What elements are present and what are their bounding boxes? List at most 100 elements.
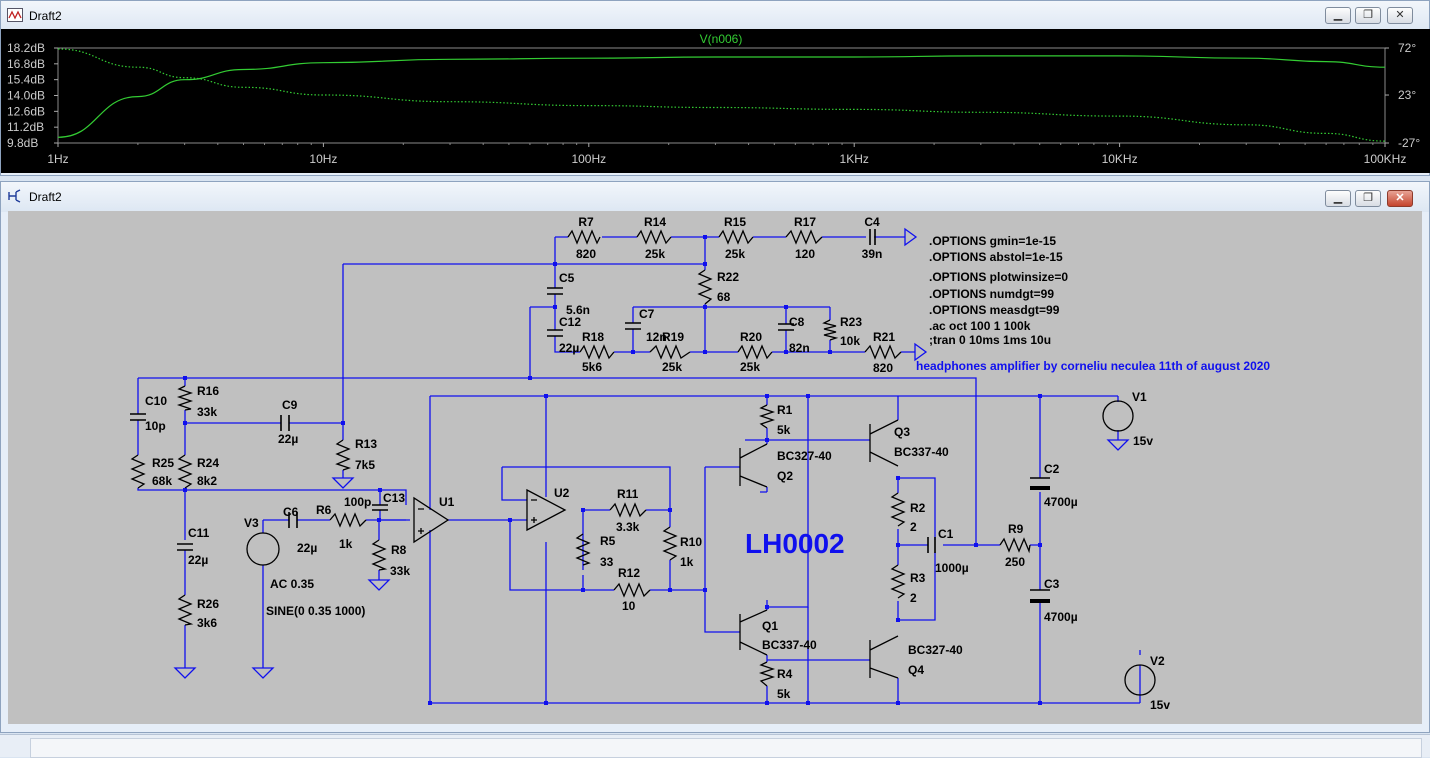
transistor-part-q3[interactable]: BC337-40: [894, 445, 949, 459]
component-ref-c6[interactable]: C6: [283, 505, 299, 519]
component-value-r2[interactable]: 2: [910, 520, 917, 534]
component-ref-c2[interactable]: C2: [1044, 462, 1060, 476]
component-value-r16[interactable]: 33k: [197, 405, 217, 419]
component-value-r13[interactable]: 7k5: [355, 458, 375, 472]
component-value-r19[interactable]: 25k: [662, 360, 682, 374]
component-ref-c1[interactable]: C1: [938, 527, 954, 541]
plot-close-button[interactable]: ✕: [1387, 7, 1413, 24]
component-value-r25[interactable]: 68k: [152, 474, 172, 488]
transistor-ref-q1[interactable]: Q1: [762, 619, 778, 633]
component-value-r4[interactable]: 5k: [777, 687, 791, 701]
spice-directive[interactable]: .OPTIONS measdgt=99: [929, 303, 1060, 317]
component-value-c12[interactable]: 22µ: [559, 341, 579, 355]
plot-titlebar[interactable]: Draft2 ▁ ❐ ✕: [1, 1, 1429, 31]
component-ref-r10[interactable]: R10: [680, 535, 702, 549]
component-value-r11[interactable]: 3.3k: [616, 520, 640, 534]
component-ref-r4[interactable]: R4: [777, 667, 793, 681]
component-value-r10[interactable]: 1k: [680, 555, 694, 569]
schematic-canvas[interactable]: R7820R1425kR1525kR17120C439nR2268C55.6nC…: [8, 211, 1422, 724]
component-ref-c8[interactable]: C8: [789, 315, 805, 329]
spice-directive[interactable]: .OPTIONS abstol=1e-15: [929, 250, 1063, 264]
component-ref-r1[interactable]: R1: [777, 403, 793, 417]
component-ref-r20[interactable]: R20: [740, 330, 762, 344]
component-ref-r18[interactable]: R18: [582, 330, 604, 344]
source-value-v2[interactable]: 15v: [1150, 698, 1170, 712]
bode-plot[interactable]: V(n006) 18.2dB16.8dB15.4dB14.0dB12.6dB11…: [1, 29, 1430, 173]
component-ref-r12[interactable]: R12: [618, 566, 640, 580]
component-ref-r13[interactable]: R13: [355, 437, 377, 451]
component-ref-r22[interactable]: R22: [717, 270, 739, 284]
component-value-r20[interactable]: 25k: [740, 360, 760, 374]
component-ref-c11[interactable]: C11: [188, 526, 210, 540]
spice-directive[interactable]: .OPTIONS plotwinsize=0: [929, 270, 1068, 284]
component-ref-r25[interactable]: R25: [152, 456, 174, 470]
component-ref-r21[interactable]: R21: [873, 330, 895, 344]
component-ref-c7[interactable]: C7: [639, 307, 655, 321]
component-ref-r16[interactable]: R16: [197, 384, 219, 398]
component-value-r3[interactable]: 2: [910, 591, 917, 605]
component-ref-c4[interactable]: C4: [864, 215, 880, 229]
lh0002-label[interactable]: LH0002: [745, 528, 845, 559]
component-ref-r17[interactable]: R17: [794, 215, 816, 229]
component-ref-r8[interactable]: R8: [391, 543, 407, 557]
component-value-c11[interactable]: 22µ: [188, 553, 208, 567]
component-value-r9[interactable]: 250: [1005, 555, 1025, 569]
component-value-r17[interactable]: 120: [795, 247, 815, 261]
component-value-r23[interactable]: 10k: [840, 334, 860, 348]
component-value-c3[interactable]: 4700µ: [1044, 610, 1078, 624]
source-ref-v1[interactable]: V1: [1132, 390, 1147, 404]
component-value-r12[interactable]: 10: [622, 599, 636, 613]
component-ref-r6[interactable]: R6: [316, 503, 332, 517]
component-value-c7[interactable]: 12n: [646, 330, 667, 344]
component-value-r18[interactable]: 5k6: [582, 360, 602, 374]
component-ref-c3[interactable]: C3: [1044, 577, 1060, 591]
transistor-part-q1[interactable]: BC337-40: [762, 638, 817, 652]
component-ref-r11[interactable]: R11: [617, 487, 639, 501]
spice-directive[interactable]: ;tran 0 10ms 1ms 10u: [929, 333, 1051, 347]
transistor-ref-q4[interactable]: Q4: [908, 663, 924, 677]
component-ref-r5[interactable]: R5: [600, 534, 616, 548]
transistor-ref-q2[interactable]: Q2: [777, 469, 793, 483]
component-ref-c9[interactable]: C9: [282, 398, 298, 412]
component-value-c10[interactable]: 10p: [145, 419, 166, 433]
spice-directive[interactable]: .ac oct 100 1 100k: [929, 319, 1031, 333]
plot-minimize-button[interactable]: ▁: [1325, 7, 1351, 24]
source-ref-v2[interactable]: V2: [1150, 654, 1165, 668]
component-ref-r24[interactable]: R24: [197, 456, 219, 470]
component-value-r14[interactable]: 25k: [645, 247, 665, 261]
component-value-r7[interactable]: 820: [576, 247, 596, 261]
schematic-restore-button[interactable]: ❐: [1355, 190, 1381, 207]
component-ref-c12[interactable]: C12: [559, 315, 581, 329]
source-sine-v3[interactable]: SINE(0 0.35 1000): [266, 604, 365, 618]
component-value-r21[interactable]: 820: [873, 361, 893, 375]
source-value-v1[interactable]: 15v: [1133, 434, 1153, 448]
component-value-r8[interactable]: 33k: [390, 564, 410, 578]
component-value-c6[interactable]: 22µ: [297, 541, 317, 555]
schematic-close-button[interactable]: ✕: [1387, 190, 1413, 207]
spice-directive[interactable]: .OPTIONS gmin=1e-15: [929, 234, 1056, 248]
schematic-titlebar[interactable]: Draft2 ▁ ❐ ✕: [1, 182, 1429, 212]
component-ref-c13[interactable]: C13: [383, 491, 405, 505]
component-ref-c10[interactable]: C10: [145, 394, 167, 408]
source-ref-v3[interactable]: V3: [244, 516, 259, 530]
component-ref-r9[interactable]: R9: [1008, 522, 1024, 536]
component-value-r6[interactable]: 1k: [339, 537, 353, 551]
component-ref-r2[interactable]: R2: [910, 501, 926, 515]
transistor-part-q4[interactable]: BC327-40: [908, 643, 963, 657]
component-value-c5[interactable]: 5.6n: [566, 303, 590, 317]
source-ac-v3[interactable]: AC 0.35: [270, 577, 314, 591]
component-ref-r15[interactable]: R15: [724, 215, 746, 229]
component-value-r26[interactable]: 3k6: [197, 616, 217, 630]
component-ref-r3[interactable]: R3: [910, 571, 926, 585]
component-value-c13[interactable]: 100p: [344, 495, 371, 509]
component-value-r1[interactable]: 5k: [777, 423, 791, 437]
spice-directives[interactable]: .OPTIONS gmin=1e-15 .OPTIONS abstol=1e-15…: [929, 234, 1068, 347]
transistor-part-q2[interactable]: BC327-40: [777, 449, 832, 463]
schematic-minimize-button[interactable]: ▁: [1325, 190, 1351, 207]
component-ref-r23[interactable]: R23: [840, 315, 862, 329]
component-value-c9[interactable]: 22µ: [278, 432, 298, 446]
trace-label[interactable]: V(n006): [700, 32, 743, 46]
opamp-ref-u1[interactable]: U1: [439, 495, 455, 509]
component-value-c1[interactable]: 1000µ: [935, 561, 969, 575]
component-ref-r26[interactable]: R26: [197, 597, 219, 611]
